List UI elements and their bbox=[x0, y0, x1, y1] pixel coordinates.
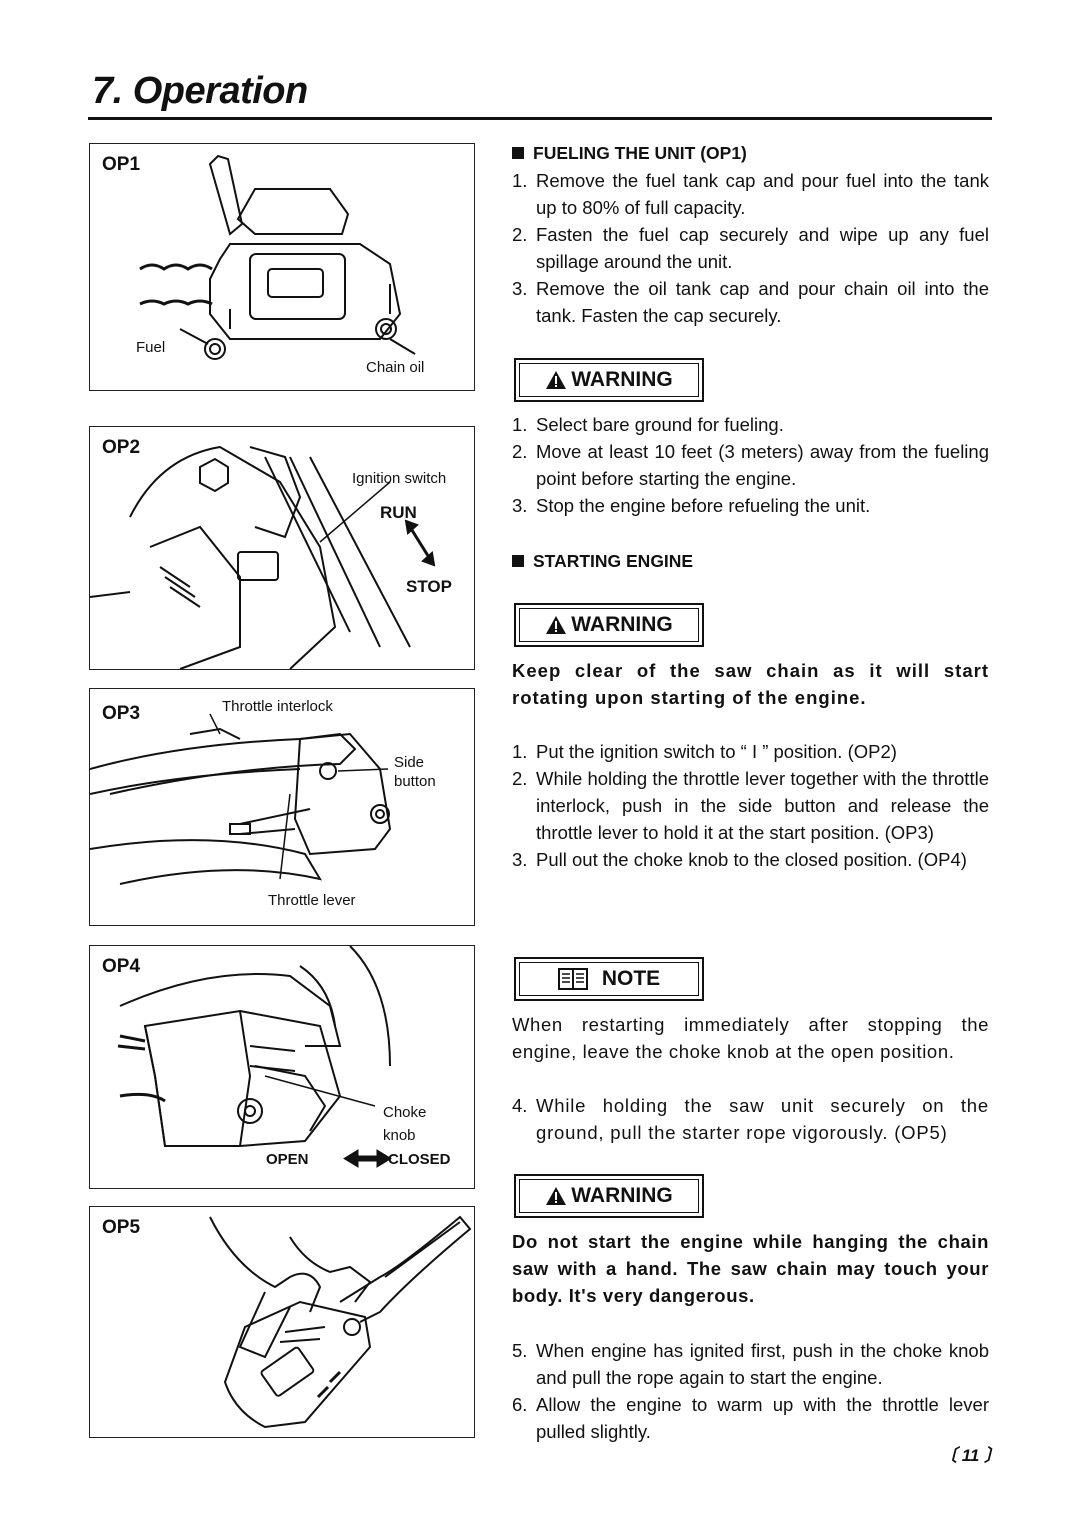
note-text: When restarting immediately after stoppi… bbox=[512, 1014, 989, 1062]
starting-step-4: 4.While holding the saw unit securely on… bbox=[512, 1092, 989, 1146]
figure-op3: OP3 Throttle interlock Side button Throt… bbox=[89, 688, 475, 926]
figure-op4: OP4 Choke knob OPEN CLOSED bbox=[89, 945, 475, 1189]
bullet-square-icon bbox=[512, 555, 524, 567]
figure-label: OP1 bbox=[102, 154, 141, 175]
warning-badge: WARNING bbox=[514, 358, 704, 402]
starting-steps-5-6: 5.When engine has ignited first, push in… bbox=[512, 1337, 989, 1445]
title-divider bbox=[88, 117, 992, 120]
warning-triangle-icon bbox=[546, 371, 567, 389]
run-label: RUN bbox=[380, 503, 417, 522]
choke-knob-callout: Choke knob bbox=[383, 1104, 427, 1144]
list-item: 1.Select bare ground for fueling. bbox=[512, 414, 784, 435]
starting-warning-text: Keep clear of the saw chain as it will s… bbox=[512, 660, 989, 708]
note-badge: NOTE bbox=[514, 957, 704, 1001]
closed-label: CLOSED bbox=[388, 1151, 451, 1168]
starting-warning2-text: Do not start the engine while hanging th… bbox=[512, 1231, 989, 1306]
fuel-callout: Fuel bbox=[136, 339, 166, 356]
chainsaw-top-illustration bbox=[139, 154, 416, 360]
list-item: 2.While holding the throttle lever toget… bbox=[512, 768, 989, 843]
list-item: 5.When engine has ignited first, push in… bbox=[512, 1340, 989, 1388]
starting-steps-1-3: 1.Put the ignition switch to “ I ” posit… bbox=[512, 738, 989, 873]
warning-triangle-icon bbox=[546, 616, 567, 634]
choke-knob-illustration bbox=[117, 946, 392, 1168]
notebook-icon bbox=[557, 968, 588, 990]
list-item: 3.Stop the engine before refueling the u… bbox=[512, 495, 871, 516]
list-item: 3.Pull out the choke knob to the closed … bbox=[512, 849, 967, 870]
figure-label: OP3 bbox=[102, 703, 141, 724]
figure-op5: OP5 bbox=[89, 1206, 475, 1438]
starting-engine-illustration bbox=[209, 1215, 472, 1429]
throttle-interlock-callout: Throttle interlock bbox=[222, 698, 333, 715]
list-item: 3.Remove the oil tank cap and pour chain… bbox=[512, 278, 989, 326]
list-item: 6.Allow the engine to warm up with the t… bbox=[512, 1394, 989, 1442]
ignition-switch-callout: Ignition switch bbox=[352, 470, 447, 487]
page-number: 〔 11 〕 bbox=[940, 1446, 1002, 1465]
warning-triangle-icon bbox=[546, 1187, 567, 1205]
ignition-switch-illustration bbox=[90, 445, 436, 669]
list-item: 1.Put the ignition switch to “ I ” posit… bbox=[512, 741, 897, 762]
list-item: 4.While holding the saw unit securely on… bbox=[512, 1095, 989, 1143]
figure-label: OP4 bbox=[102, 956, 141, 977]
figure-label: OP5 bbox=[102, 1217, 141, 1238]
figure-op2: OP2 Ignition switch RUN STOP bbox=[89, 426, 475, 670]
side-button-callout: Side button bbox=[394, 754, 436, 790]
fueling-warning-steps: 1.Select bare ground for fueling. 2.Move… bbox=[512, 411, 989, 519]
list-item: 2.Move at least 10 feet (3 meters) away … bbox=[512, 441, 989, 489]
figure-label: OP2 bbox=[102, 437, 141, 458]
list-item: 2.Fasten the fuel cap securely and wipe … bbox=[512, 224, 989, 272]
chain-oil-callout: Chain oil bbox=[366, 359, 425, 376]
throttle-lever-callout: Throttle lever bbox=[268, 892, 356, 909]
section-heading-fueling: FUELING THE UNIT (OP1) bbox=[512, 143, 747, 164]
figure-op1: OP1 Fuel Chain oil bbox=[89, 143, 475, 391]
warning-badge: WARNING bbox=[514, 603, 704, 647]
page-title: 7. Operation bbox=[92, 70, 308, 112]
bullet-square-icon bbox=[512, 147, 524, 159]
section-heading-starting: STARTING ENGINE bbox=[512, 551, 693, 572]
list-item: 1.Remove the fuel tank cap and pour fuel… bbox=[512, 170, 989, 218]
throttle-illustration bbox=[90, 713, 392, 885]
fueling-steps: 1.Remove the fuel tank cap and pour fuel… bbox=[512, 167, 989, 329]
stop-label: STOP bbox=[406, 577, 452, 596]
open-label: OPEN bbox=[266, 1151, 309, 1168]
warning-badge: WARNING bbox=[514, 1174, 704, 1218]
